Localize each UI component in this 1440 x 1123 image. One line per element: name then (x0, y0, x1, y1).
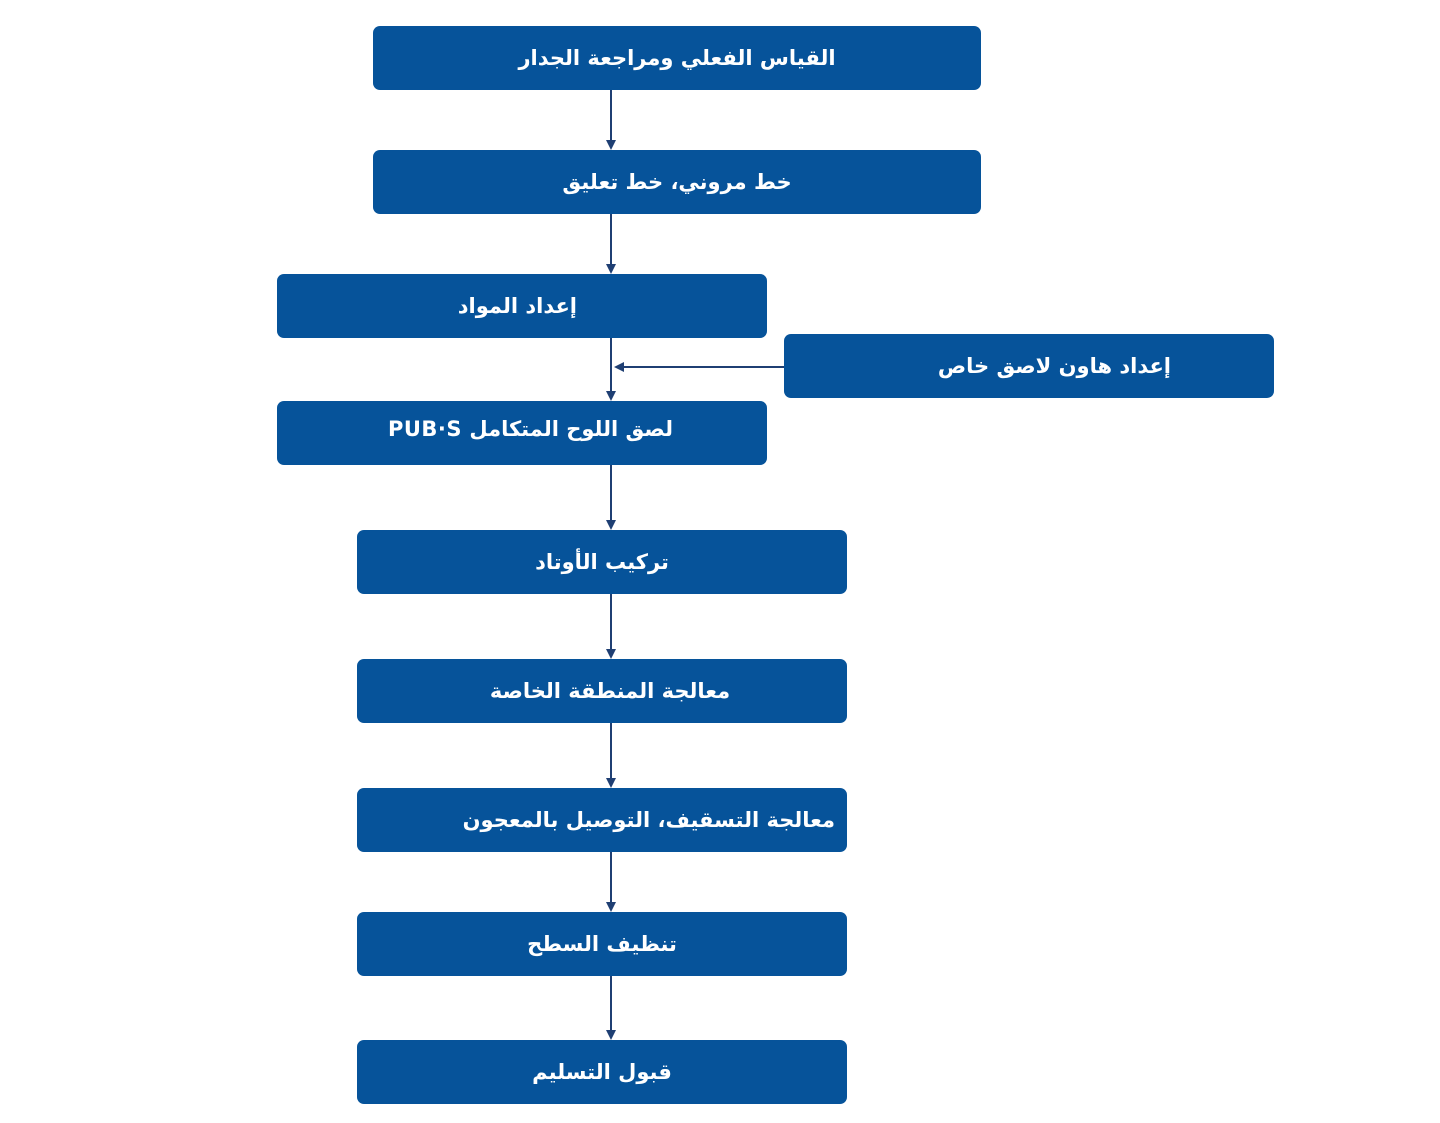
step-special-area-label: معالجة المنطقة الخاصة (489, 679, 731, 703)
step-caulking-node: معالجة التسقيف، التوصيل بالمعجون (357, 788, 847, 852)
step-caulking-label: معالجة التسقيف، التوصيل بالمعجون (462, 808, 835, 832)
step-prepare-materials-label: إعداد المواد (457, 294, 577, 318)
step-clean-surface-node: تنظيف السطح (357, 912, 847, 976)
step-prepare-mortar-node: إعداد هاون لاصق خاص (784, 334, 1274, 398)
step-attach-panel-label: لصق اللوح المتكامل PUB·S (387, 417, 673, 441)
step-install-anchors-label: تركيب الأوتاد (535, 550, 669, 574)
step-prepare-materials-node: إعداد المواد (277, 274, 767, 338)
step-clean-surface-label: تنظيف السطح (527, 932, 677, 956)
step-measure-node: القياس الفعلي ومراجعة الجدار (373, 26, 981, 90)
step-acceptance-label: قبول التسليم (532, 1060, 672, 1084)
step-special-area-node: معالجة المنطقة الخاصة (357, 659, 847, 723)
step-measure-label: القياس الفعلي ومراجعة الجدار (518, 46, 836, 70)
step-lines-label: خط مروني، خط تعليق (562, 170, 792, 194)
step-prepare-mortar-label: إعداد هاون لاصق خاص (937, 354, 1171, 378)
step-acceptance-node: قبول التسليم (357, 1040, 847, 1104)
step-install-anchors-node: تركيب الأوتاد (357, 530, 847, 594)
step-lines-node: خط مروني، خط تعليق (373, 150, 981, 214)
step-attach-panel-node: لصق اللوح المتكامل PUB·S (277, 401, 767, 465)
